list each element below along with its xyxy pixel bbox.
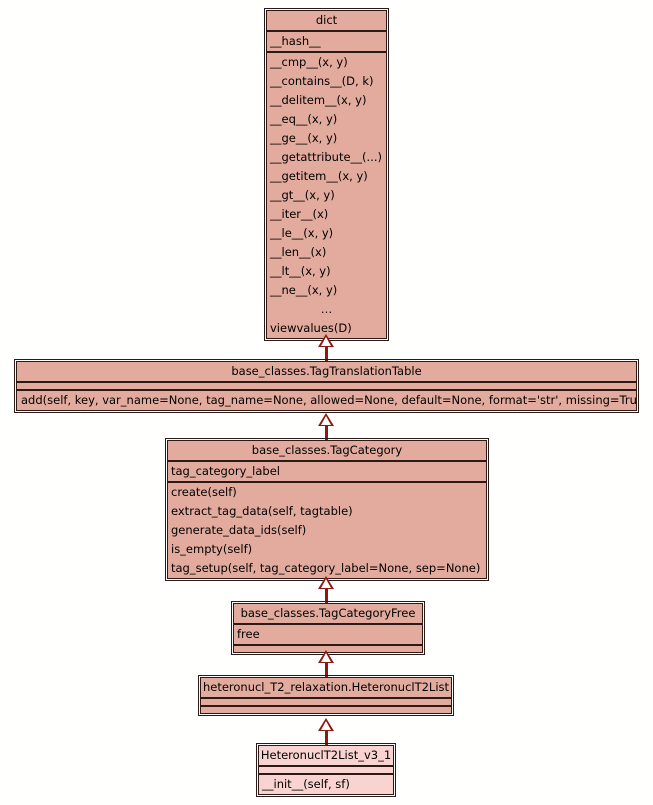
method-row: __lt__(x, y) <box>270 264 331 278</box>
attribute-row: free <box>237 627 260 641</box>
method-row: is_empty(self) <box>171 542 253 556</box>
generalization-arrow-4 <box>318 650 334 663</box>
generalization-line-5 <box>325 730 328 746</box>
method-row: generate_data_ids(self) <box>171 523 307 537</box>
generalization-line-3 <box>325 588 328 604</box>
method-row: viewvalues(D) <box>270 321 352 335</box>
method-row: __getitem__(x, y) <box>270 169 368 183</box>
methods-compartment-empty <box>234 644 422 652</box>
generalization-arrow-1 <box>318 334 334 347</box>
class-name-tagcategory: base_classes.TagCategory <box>251 443 403 457</box>
method-row: __le__(x, y) <box>270 226 334 240</box>
generalization-line-1 <box>325 346 328 362</box>
class-box-tagcategoryfree[interactable]: base_classes.TagCategoryFree free <box>231 601 425 655</box>
method-row: __len__(x) <box>270 245 327 259</box>
class-name-tagtranslationtable: base_classes.TagTranslationTable <box>231 364 422 378</box>
class-name-compartment: HeteronuclT2List_v3_1 <box>259 746 393 765</box>
attributes-compartment: free <box>234 623 422 644</box>
class-box-heteronuclt2list[interactable]: heteronucl_T2_relaxation.HeteronuclT2Lis… <box>198 675 454 716</box>
attribute-row: __hash__ <box>270 34 321 48</box>
class-name-heteronuclt2list-v3-1: HeteronuclT2List_v3_1 <box>260 748 392 762</box>
generalization-arrow-3 <box>318 576 334 589</box>
class-name-tagcategoryfree: base_classes.TagCategoryFree <box>240 606 416 620</box>
class-name-heteronuclt2list: heteronucl_T2_relaxation.HeteronuclT2Lis… <box>202 680 450 694</box>
class-name-compartment: base_classes.TagCategory <box>168 441 486 460</box>
class-name-compartment: base_classes.TagTranslationTable <box>17 362 636 381</box>
class-box-tagcategory[interactable]: base_classes.TagCategory tag_category_la… <box>165 438 489 581</box>
attributes-compartment: __hash__ <box>267 30 386 51</box>
generalization-arrow-2 <box>318 413 334 426</box>
methods-compartment-empty <box>201 705 451 713</box>
class-name-compartment: base_classes.TagCategoryFree <box>234 604 422 623</box>
attributes-compartment-empty <box>259 765 393 773</box>
method-row: __cmp__(x, y) <box>270 55 348 69</box>
methods-compartment: __cmp__(x, y) __contains__(D, k) __delit… <box>267 51 386 338</box>
method-row: __iter__(x) <box>270 207 329 221</box>
attributes-compartment-empty <box>201 697 451 705</box>
class-box-heteronuclt2list-v3-1[interactable]: HeteronuclT2List_v3_1 __init__(self, sf) <box>256 743 396 797</box>
method-row: __ne__(x, y) <box>270 283 338 297</box>
generalization-arrow-5 <box>318 718 334 731</box>
class-box-tagtranslationtable[interactable]: base_classes.TagTranslationTable add(sel… <box>14 359 639 413</box>
attribute-row: tag_category_label <box>171 464 280 478</box>
method-row: extract_tag_data(self, tagtable) <box>171 504 353 518</box>
class-box-dict[interactable]: dict __hash__ __cmp__(x, y) __contains__… <box>264 8 389 341</box>
method-row: add(self, key, var_name=None, tag_name=N… <box>21 393 636 407</box>
generalization-line-4 <box>325 662 328 678</box>
methods-compartment: __init__(self, sf) <box>259 773 393 794</box>
method-row: __getattribute__(...) <box>270 150 382 164</box>
methods-compartment: create(self) extract_tag_data(self, tagt… <box>168 481 486 578</box>
class-name-compartment: dict <box>267 11 386 30</box>
method-row: tag_setup(self, tag_category_label=None,… <box>171 561 481 575</box>
method-row-ellipsis: … <box>320 302 333 316</box>
attributes-compartment: tag_category_label <box>168 460 486 481</box>
method-row: __delitem__(x, y) <box>270 93 367 107</box>
method-row: __gt__(x, y) <box>270 188 335 202</box>
methods-compartment: add(self, key, var_name=None, tag_name=N… <box>17 389 636 410</box>
method-row: __contains__(D, k) <box>270 74 374 88</box>
method-row: __init__(self, sf) <box>262 777 350 791</box>
attributes-compartment-empty <box>17 381 636 389</box>
method-row: create(self) <box>171 485 237 499</box>
class-name-compartment: heteronucl_T2_relaxation.HeteronuclT2Lis… <box>201 678 451 697</box>
method-row: __ge__(x, y) <box>270 131 338 145</box>
method-row: __eq__(x, y) <box>270 112 338 126</box>
generalization-line-2 <box>325 425 328 441</box>
class-name-dict: dict <box>315 13 338 27</box>
